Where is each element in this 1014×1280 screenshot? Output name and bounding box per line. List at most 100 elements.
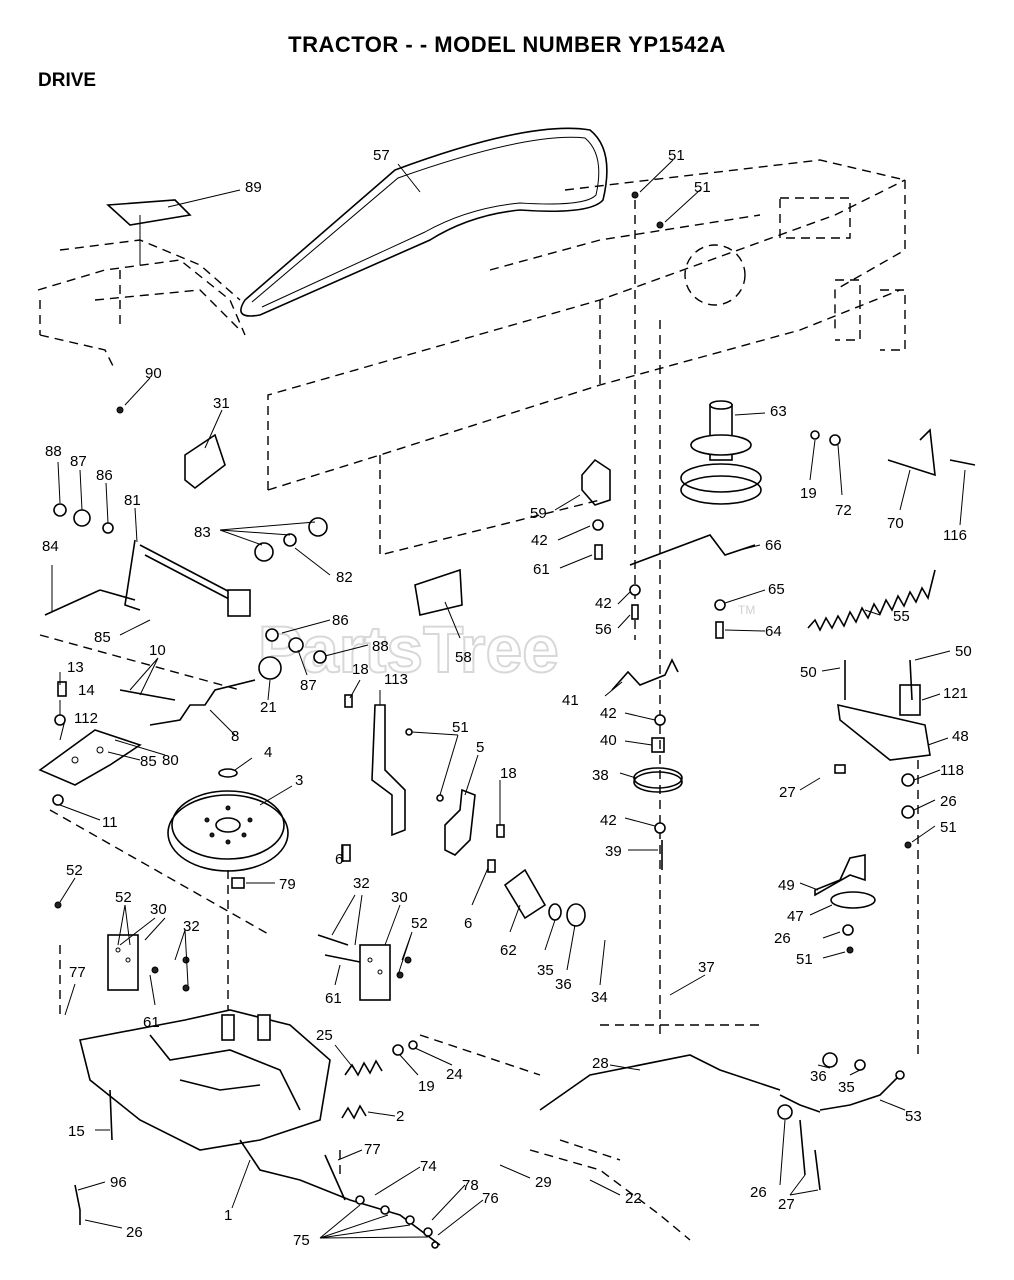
part-label-53: 53 xyxy=(905,1108,922,1125)
part-label-42: 42 xyxy=(595,595,612,612)
part-label-49: 49 xyxy=(778,877,795,894)
watermark-text: PartsTree xyxy=(258,612,559,686)
part-label-57: 57 xyxy=(373,147,390,164)
part-label-39: 39 xyxy=(605,843,622,860)
part-label-6: 6 xyxy=(464,915,472,932)
engine-pulley-63 xyxy=(680,400,762,505)
part-label-59: 59 xyxy=(530,505,547,522)
part-label-85: 85 xyxy=(140,753,157,770)
part-label-52: 52 xyxy=(411,915,428,932)
hardware xyxy=(52,191,915,1249)
part-label-86: 86 xyxy=(96,467,113,484)
part-label-82: 82 xyxy=(336,569,353,586)
part-label-24: 24 xyxy=(446,1066,463,1083)
part-label-22: 22 xyxy=(625,1190,642,1207)
part-label-41: 41 xyxy=(562,692,579,709)
part-label-64: 64 xyxy=(765,623,782,640)
spring-rod-70 xyxy=(887,428,936,477)
bracket-113 xyxy=(371,704,406,837)
part-label-18: 18 xyxy=(500,765,517,782)
part-label-48: 48 xyxy=(952,728,969,745)
part-label-21: 21 xyxy=(260,699,277,716)
idler-bracket-59 xyxy=(581,458,611,506)
part-label-30: 30 xyxy=(150,901,167,918)
part-label-74: 74 xyxy=(420,1158,437,1175)
part-label-86: 86 xyxy=(332,612,349,629)
tractor-frame xyxy=(267,159,906,556)
idler-pulley-38 xyxy=(633,771,683,793)
part-label-6: 6 xyxy=(335,851,343,868)
part-label-32: 32 xyxy=(353,875,370,892)
idler-arm-41 xyxy=(611,658,679,691)
part-label-55: 55 xyxy=(893,608,910,625)
watermark-trademark: TM xyxy=(738,603,755,617)
part-label-29: 29 xyxy=(535,1174,552,1191)
part-label-10: 10 xyxy=(149,642,166,659)
part-label-3: 3 xyxy=(295,772,303,789)
shield-plate-89 xyxy=(106,199,192,226)
shift-linkage xyxy=(44,539,251,617)
part-label-56: 56 xyxy=(595,621,612,638)
part-label-90: 90 xyxy=(145,365,162,382)
part-label-19: 19 xyxy=(418,1078,435,1095)
part-label-51: 51 xyxy=(796,951,813,968)
part-label-52: 52 xyxy=(115,889,132,906)
part-label-27: 27 xyxy=(779,784,796,801)
part-label-78: 78 xyxy=(462,1177,479,1194)
part-label-75: 75 xyxy=(293,1232,310,1249)
idler-rod-66 xyxy=(629,534,756,566)
shift-rod-8 xyxy=(149,679,256,726)
part-label-1: 1 xyxy=(224,1207,232,1224)
leader-lines xyxy=(51,159,966,1239)
part-label-116: 116 xyxy=(943,527,967,544)
rod-53 xyxy=(819,1074,901,1111)
part-label-38: 38 xyxy=(592,767,609,784)
extension-spring-55 xyxy=(807,569,936,632)
part-label-2: 2 xyxy=(396,1108,404,1125)
part-label-61: 61 xyxy=(143,1014,160,1031)
part-label-81: 81 xyxy=(124,492,141,509)
part-label-79: 79 xyxy=(279,876,296,893)
part-label-77: 77 xyxy=(69,964,86,981)
part-label-87: 87 xyxy=(70,453,87,470)
page-title: TRACTOR - - MODEL NUMBER YP1542A xyxy=(288,32,726,57)
assembly-guides xyxy=(39,200,919,1180)
part-label-84: 84 xyxy=(42,538,59,555)
part-label-25: 25 xyxy=(316,1027,333,1044)
sleeve-62 xyxy=(503,868,547,920)
part-label-50: 50 xyxy=(955,643,972,660)
part-label-51: 51 xyxy=(452,719,469,736)
part-label-26: 26 xyxy=(774,930,791,947)
part-label-77: 77 xyxy=(364,1141,381,1158)
part-label-61: 61 xyxy=(533,561,550,578)
part-label-30: 30 xyxy=(391,889,408,906)
part-label-62: 62 xyxy=(500,942,517,959)
part-label-28: 28 xyxy=(592,1055,609,1072)
part-label-121: 121 xyxy=(943,685,968,702)
part-label-112: 112 xyxy=(74,710,98,727)
hood-outline xyxy=(37,239,246,371)
idler-arm-48 xyxy=(837,703,931,761)
part-label-51: 51 xyxy=(694,179,711,196)
part-label-96: 96 xyxy=(110,1174,127,1191)
part-label-65: 65 xyxy=(768,581,785,598)
part-label-40: 40 xyxy=(600,732,617,749)
plate-58 xyxy=(414,568,463,616)
part-label-36: 36 xyxy=(555,976,572,993)
part-label-13: 13 xyxy=(67,659,84,676)
part-label-36: 36 xyxy=(810,1068,827,1085)
part-label-50: 50 xyxy=(800,664,817,681)
part-label-42: 42 xyxy=(600,812,617,829)
part-label-18: 18 xyxy=(352,661,369,678)
part-label-35: 35 xyxy=(838,1079,855,1096)
part-label-72: 72 xyxy=(835,502,852,519)
part-label-51: 51 xyxy=(940,819,957,836)
part-label-26: 26 xyxy=(126,1224,143,1241)
part-label-14: 14 xyxy=(78,682,95,699)
bracket-30-left xyxy=(107,934,139,991)
bushing-121 xyxy=(899,684,921,716)
part-label-19: 19 xyxy=(800,485,817,502)
drive-belt xyxy=(240,127,608,317)
part-label-85: 85 xyxy=(94,629,111,646)
part-label-118: 118 xyxy=(940,762,964,779)
